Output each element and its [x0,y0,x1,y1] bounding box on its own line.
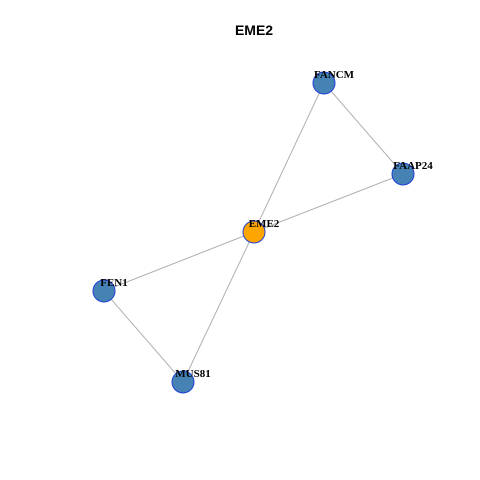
edge-fancm-eme2 [253,82,325,233]
node-faap24: FAAP24 [391,160,433,186]
edges-layer [103,82,404,383]
node-circle-fen1 [92,279,116,303]
edge-eme2-fen1 [103,231,255,292]
graph-title: EME2 [235,22,273,38]
node-circle-fancm [312,71,336,95]
node-label-eme2: EME2 [249,218,280,230]
node-label-faap24: FAAP24 [393,160,433,172]
edge-fancm-faap24 [323,82,404,175]
node-fancm: FANCM [312,69,355,95]
node-label-fancm: FANCM [314,69,355,81]
node-mus81: MUS81 [171,368,211,394]
node-circle-eme2 [242,220,266,244]
node-circle-faap24 [391,162,415,186]
node-fen1: FEN1 [92,277,128,303]
node-label-fen1: FEN1 [100,277,128,289]
node-eme2: EME2 [242,218,280,244]
node-circle-mus81 [171,370,195,394]
edge-fen1-mus81 [103,290,184,383]
edge-eme2-mus81 [182,231,255,383]
node-label-mus81: MUS81 [175,368,210,380]
edge-faap24-eme2 [253,173,404,233]
